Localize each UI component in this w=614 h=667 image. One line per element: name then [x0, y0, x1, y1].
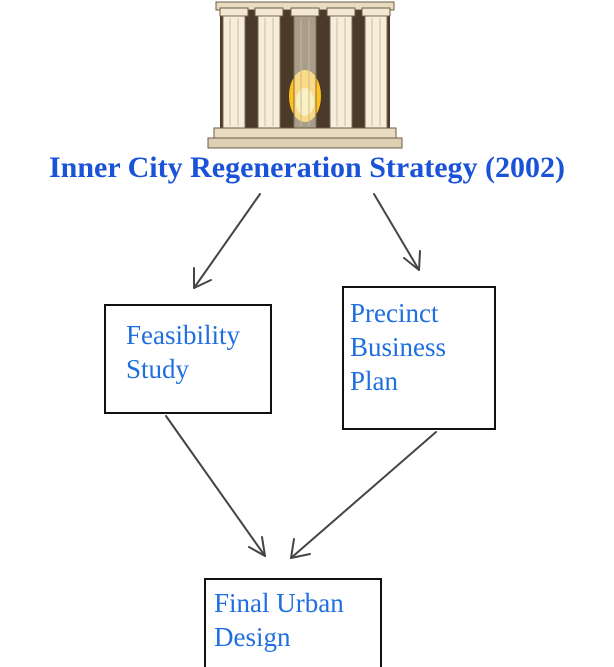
- column-icon: [219, 7, 249, 129]
- box-label-line: Plan: [350, 366, 399, 396]
- final-urban-design-box: Final Urban Design: [204, 578, 382, 667]
- arrow-precinct-to-final: [290, 431, 437, 559]
- feasibility-study-box: Feasibility Study: [104, 304, 272, 414]
- box-label-line: Business: [350, 332, 447, 362]
- column-icon: [290, 7, 320, 129]
- precinct-business-plan-box: Precinct Business Plan: [342, 286, 496, 430]
- column-icon: [326, 7, 356, 129]
- box-label-line: Study: [126, 354, 190, 384]
- arrow-feasibility-to-final: [165, 415, 266, 557]
- box-label-line: Precinct: [350, 298, 439, 328]
- column-icon: [361, 7, 391, 129]
- arrow-title-to-precinct: [373, 193, 421, 271]
- box-label-line: Design: [214, 622, 291, 652]
- columns-illustration-icon: [207, 1, 403, 149]
- box-label-line: Final Urban: [214, 588, 344, 618]
- diagram-title: Inner City Regeneration Strategy (2002): [48, 151, 566, 184]
- arrow-title-to-feasibility: [193, 193, 261, 289]
- box-label-line: Feasibility: [126, 320, 240, 350]
- column-icon: [254, 7, 284, 129]
